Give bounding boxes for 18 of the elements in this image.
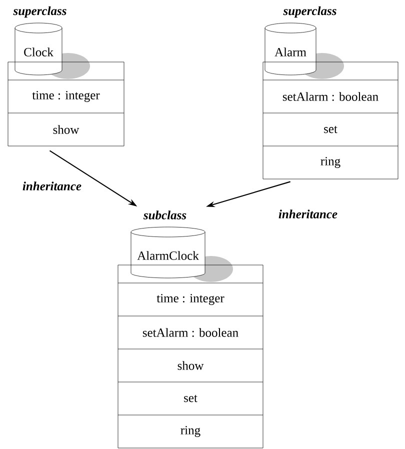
compartment-text: show bbox=[53, 125, 80, 134]
edge-label: inheritance bbox=[22, 182, 82, 190]
compartment-text: time : integer bbox=[32, 91, 100, 102]
role-label: subclass bbox=[143, 210, 186, 220]
class-name: Alarm bbox=[274, 48, 306, 56]
role-label: superclass bbox=[283, 6, 336, 18]
compartment-text: show bbox=[178, 361, 204, 370]
compartment-text: ring bbox=[180, 426, 200, 437]
compartment-text: setAlarm : boolean bbox=[142, 328, 238, 337]
compartment-text: set bbox=[184, 394, 198, 402]
compartment-text: set bbox=[324, 126, 338, 134]
role-label: superclass bbox=[13, 6, 66, 18]
compartment-text: setAlarm : boolean bbox=[282, 92, 378, 101]
class-name: AlarmClock bbox=[137, 251, 199, 260]
compartment-text: time : integer bbox=[156, 294, 224, 305]
class-name: Clock bbox=[24, 48, 54, 56]
edge-label: inheritance bbox=[278, 210, 338, 218]
compartment-text: ring bbox=[320, 157, 340, 168]
